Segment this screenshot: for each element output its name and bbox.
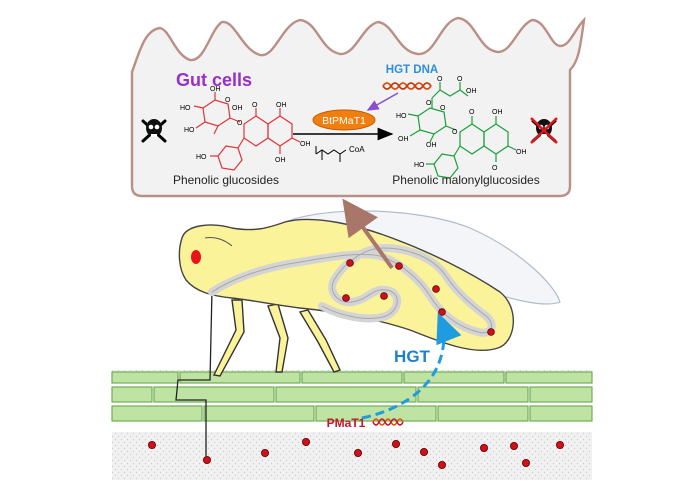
dna-to-enzyme-arrow: [366, 92, 399, 111]
product-aglycone: [426, 116, 517, 179]
plant-tissue: PMaT1: [111, 370, 593, 480]
insect-stylet: [175, 289, 213, 456]
substrate-atom: O: [237, 120, 243, 127]
product-atom: OH: [398, 136, 409, 143]
product-atom: OH: [466, 88, 477, 95]
plant-gene-dna-wave: [372, 418, 404, 426]
insect-body: [178, 218, 515, 352]
product-atom: O: [452, 129, 458, 136]
product-atom: O: [492, 165, 498, 172]
phenolic-molecules: [147, 437, 565, 469]
product-atom: OH: [492, 109, 503, 116]
product-atom: HO: [396, 113, 407, 120]
plant-gene-label: PMaT1: [327, 416, 366, 430]
insect-eye: [191, 250, 201, 264]
cofactor-label: CoA: [349, 145, 365, 154]
gut-cells-title: Gut cells: [176, 70, 252, 90]
hgt-dna-label: HGT DNA: [386, 64, 438, 76]
enzyme-ellipse: [312, 109, 376, 131]
substrate-atom: O: [225, 97, 231, 104]
product-atom: O: [457, 76, 463, 83]
substrate-atom: HO: [180, 105, 191, 112]
product-atom: O: [469, 109, 475, 116]
substrate-atom: O: [252, 102, 258, 109]
substrate-atom: OH: [300, 141, 311, 148]
gut-cells-panel: [130, 16, 586, 198]
product-atom: O: [440, 105, 446, 112]
phloem-sap-region: [112, 432, 592, 480]
product-atom: O: [426, 100, 432, 107]
substrate-label: Phenolic glucosides: [173, 173, 279, 187]
substrate-atom: OH: [276, 102, 287, 109]
product-label: Phenolic malonylglucosides: [392, 173, 539, 187]
product-atom: OH: [426, 142, 437, 149]
substrate-atom: HO: [196, 154, 207, 161]
malonyl-coa-structure: [315, 146, 347, 162]
substrate-atom: OH: [232, 105, 243, 112]
product-atom: OH: [516, 149, 527, 156]
substrate-atom: OH: [275, 157, 286, 164]
substrate-atom: OH: [210, 86, 221, 93]
substrate-structure: [193, 92, 301, 171]
product-structure: [407, 82, 469, 143]
callout-connector-arrow: [342, 198, 394, 270]
hgt-label: HGT: [394, 347, 431, 366]
product-atom: HO: [414, 162, 425, 169]
enzyme-label: BtPMaT1: [322, 115, 366, 127]
skull-crossbones-icon: [141, 119, 167, 143]
substrate-atom: HO: [184, 127, 195, 134]
detoxified-skull-icon: [530, 117, 558, 144]
hgt-arrow: [361, 312, 462, 420]
product-atom: O: [437, 76, 443, 83]
